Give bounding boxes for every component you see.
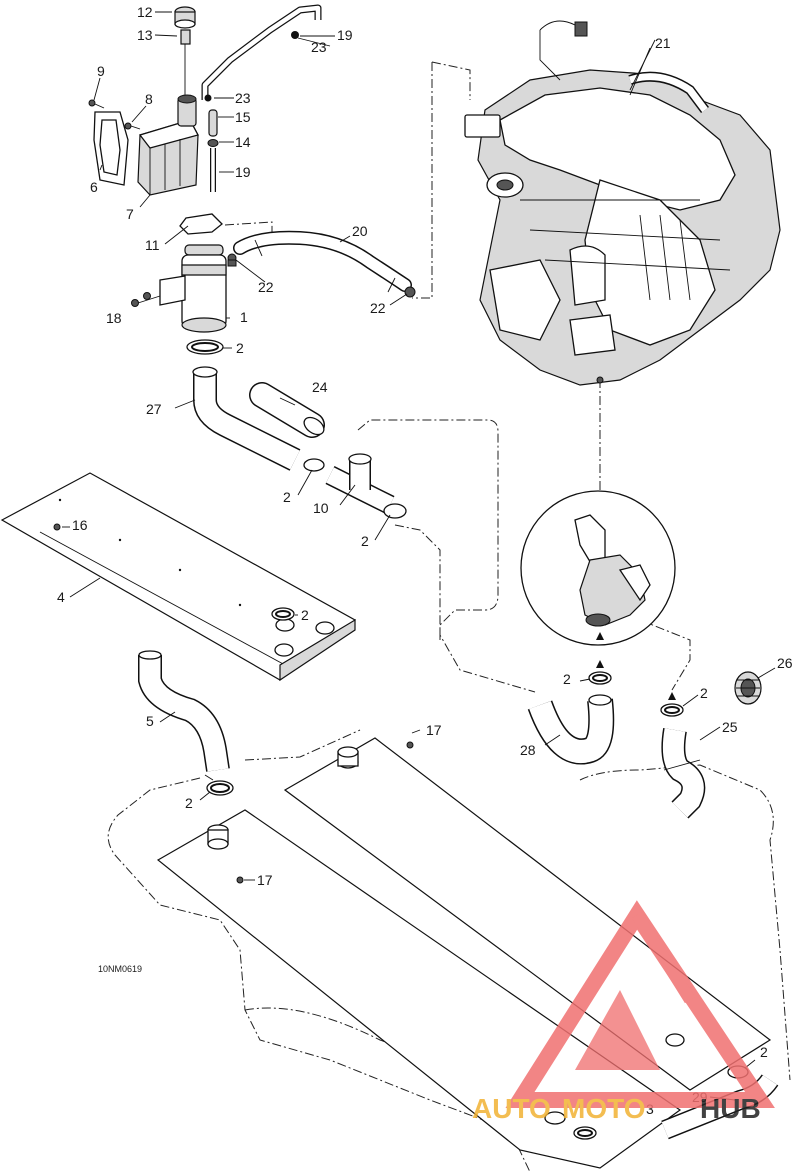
callout-3: 3 <box>646 1101 654 1117</box>
watermark-moto: MOTO <box>562 1093 645 1124</box>
watermark-auto: AUTO <box>472 1093 551 1124</box>
engine-21 <box>464 20 781 386</box>
leader-lines <box>62 11 776 1101</box>
callout-28: 28 <box>520 742 536 758</box>
callout-24: 24 <box>312 379 328 395</box>
callout-23-lower: 23 <box>235 90 251 106</box>
reservoir-shield-7 <box>93 94 199 196</box>
clamp-front-exchanger <box>271 607 295 621</box>
callout-19-lower: 19 <box>235 164 251 180</box>
callout-labels: 12 13 19 23 23 15 14 19 9 8 6 7 11 22 20… <box>57 4 793 1117</box>
callout-2-tee-left: 2 <box>283 489 291 505</box>
breather-hose-19 <box>201 4 322 102</box>
callout-6: 6 <box>90 179 98 195</box>
clamp-28 <box>588 660 612 685</box>
callout-26: 26 <box>777 655 793 671</box>
callout-5: 5 <box>146 713 154 729</box>
callout-8: 8 <box>145 91 153 107</box>
hose-25 <box>661 728 706 819</box>
tee-fitting-10 <box>303 453 407 519</box>
callout-14: 14 <box>235 134 251 150</box>
callout-15: 15 <box>235 109 251 125</box>
screws-18 <box>131 292 161 307</box>
clamp-hose-5 <box>204 774 234 796</box>
callout-2-hose29: 2 <box>760 1044 768 1060</box>
callout-2-hose25: 2 <box>700 685 708 701</box>
cap-adapter-13 <box>180 29 191 95</box>
rear-heat-exchanger-upper <box>283 737 772 1091</box>
callout-1: 1 <box>240 309 248 325</box>
coolant-reservoir-1 <box>159 213 237 333</box>
callout-9: 9 <box>97 63 105 79</box>
callout-18: 18 <box>106 310 122 326</box>
callout-17-lower: 17 <box>257 872 273 888</box>
callout-2-hose5: 2 <box>185 795 193 811</box>
callout-7: 7 <box>126 206 134 222</box>
callout-2-tee-right: 2 <box>361 533 369 549</box>
routing-dashed-lines <box>107 61 791 1172</box>
pressure-cap-12 <box>174 6 196 29</box>
callout-16: 16 <box>72 517 88 533</box>
small-breather-assembly <box>207 109 219 192</box>
callout-25: 25 <box>722 719 738 735</box>
watermark-hub: HUB <box>700 1093 761 1124</box>
callout-17-upper: 17 <box>426 722 442 738</box>
callout-2-reservoir: 2 <box>236 340 244 356</box>
callout-13: 13 <box>137 27 153 43</box>
hose-5 <box>138 650 230 772</box>
screws-8-9 <box>88 99 141 130</box>
overflow-hose-20 <box>233 230 416 298</box>
clamp-25 <box>660 692 684 717</box>
detail-circle <box>520 490 676 646</box>
hose-clamp-top <box>186 339 224 355</box>
spring-26 <box>734 671 762 705</box>
callout-2-hose28: 2 <box>563 671 571 687</box>
hose-27 <box>192 366 301 471</box>
callout-27: 27 <box>146 401 162 417</box>
callout-10: 10 <box>313 500 329 516</box>
callout-20: 20 <box>352 223 368 239</box>
callout-23-top: 23 <box>311 39 327 55</box>
hose-24 <box>249 382 325 438</box>
callout-12: 12 <box>137 4 153 20</box>
callout-4: 4 <box>57 589 65 605</box>
diagram-code: 10NM0619 <box>98 964 142 974</box>
callout-21: 21 <box>655 35 671 51</box>
automotohub-watermark: AUTO MOTO HUB <box>472 900 775 1124</box>
callout-19-top: 19 <box>337 27 353 43</box>
callout-2-exchanger: 2 <box>301 607 309 623</box>
clamp-bottom <box>544 1111 597 1140</box>
callout-22-left: 22 <box>258 279 274 295</box>
hose-28 <box>527 694 615 765</box>
heat-exchanger-4 <box>0 472 357 682</box>
rear-heat-exchanger-lower <box>156 809 682 1169</box>
callout-11: 11 <box>145 237 160 253</box>
callout-22-right: 22 <box>370 300 386 316</box>
